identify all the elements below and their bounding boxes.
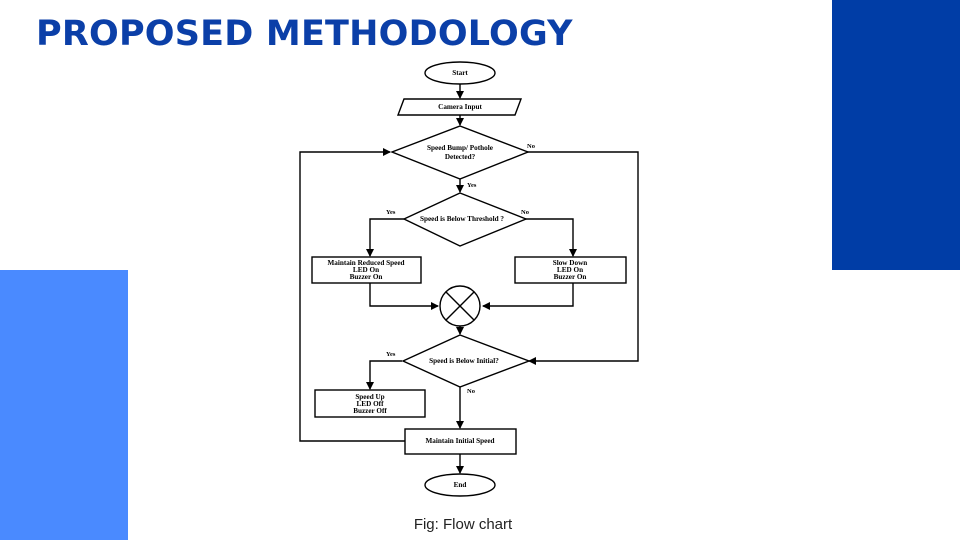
- node-detected-line2: Detected?: [445, 153, 476, 161]
- node-start: Start: [424, 61, 496, 85]
- node-maintain-initial: Maintain Initial Speed: [404, 428, 517, 455]
- node-speed-up: Speed Up LED Off Buzzer Off: [314, 389, 426, 418]
- node-merge-junction: [439, 285, 481, 327]
- node-maintain-reduced-line3: Buzzer On: [350, 273, 383, 281]
- node-detected-line1: Speed Bump/ Pothole: [427, 144, 493, 152]
- connectors: [299, 84, 639, 474]
- accent-block-bottom-left: [0, 270, 128, 540]
- edge-threshold-no: [525, 218, 577, 257]
- node-threshold-label: Speed is Below Threshold ?: [420, 215, 504, 223]
- node-below-initial-decision: Speed is Below Initial?: [401, 334, 531, 388]
- node-below-initial-label: Speed is Below Initial?: [429, 357, 499, 365]
- node-speed-up-line2: LED Off: [357, 400, 385, 408]
- node-threshold-decision: Speed is Below Threshold ?: [402, 192, 528, 247]
- node-end-label: End: [454, 481, 467, 489]
- edge-label-threshold-no: No: [521, 209, 529, 216]
- edge-initial-yes: [366, 360, 402, 390]
- node-camera-input-label: Camera Input: [438, 103, 482, 111]
- edge-reduced-merge: [369, 283, 439, 310]
- node-camera-input: Camera Input: [396, 98, 523, 116]
- edge-label-threshold-yes: Yes: [386, 209, 396, 216]
- edge-label-detected-yes: Yes: [467, 182, 477, 189]
- accent-block-top-right: [832, 0, 960, 270]
- node-slow-down: Slow Down LED On Buzzer On: [514, 256, 627, 284]
- node-detected-decision: Speed Bump/ Pothole Detected?: [390, 125, 530, 180]
- node-end: End: [424, 473, 496, 497]
- node-maintain-reduced: Maintain Reduced Speed LED On Buzzer On: [311, 256, 422, 284]
- node-maintain-reduced-line1: Maintain Reduced Speed: [327, 259, 404, 267]
- node-maintain-initial-label: Maintain Initial Speed: [425, 437, 494, 445]
- edge-label-initial-no: No: [467, 388, 475, 395]
- edge-label-initial-yes: Yes: [386, 351, 396, 358]
- node-slow-down-line3: Buzzer On: [554, 273, 587, 281]
- edge-detected-no: [527, 151, 639, 365]
- node-slow-down-line2: LED On: [557, 266, 583, 274]
- edge-slowdown-merge: [482, 283, 574, 310]
- node-maintain-reduced-line2: LED On: [353, 266, 379, 274]
- node-speed-up-line3: Buzzer Off: [353, 407, 387, 415]
- node-speed-up-line1: Speed Up: [355, 393, 384, 401]
- edge-threshold-yes: [366, 218, 404, 257]
- edge-label-detected-no: No: [527, 143, 535, 150]
- figure-caption: Fig: Flow chart: [413, 516, 513, 533]
- node-slow-down-line1: Slow Down: [553, 259, 588, 267]
- slide-title: PROPOSED METHODOLOGY: [36, 14, 573, 54]
- edge-loop-back: [299, 148, 405, 442]
- node-start-label: Start: [452, 69, 468, 77]
